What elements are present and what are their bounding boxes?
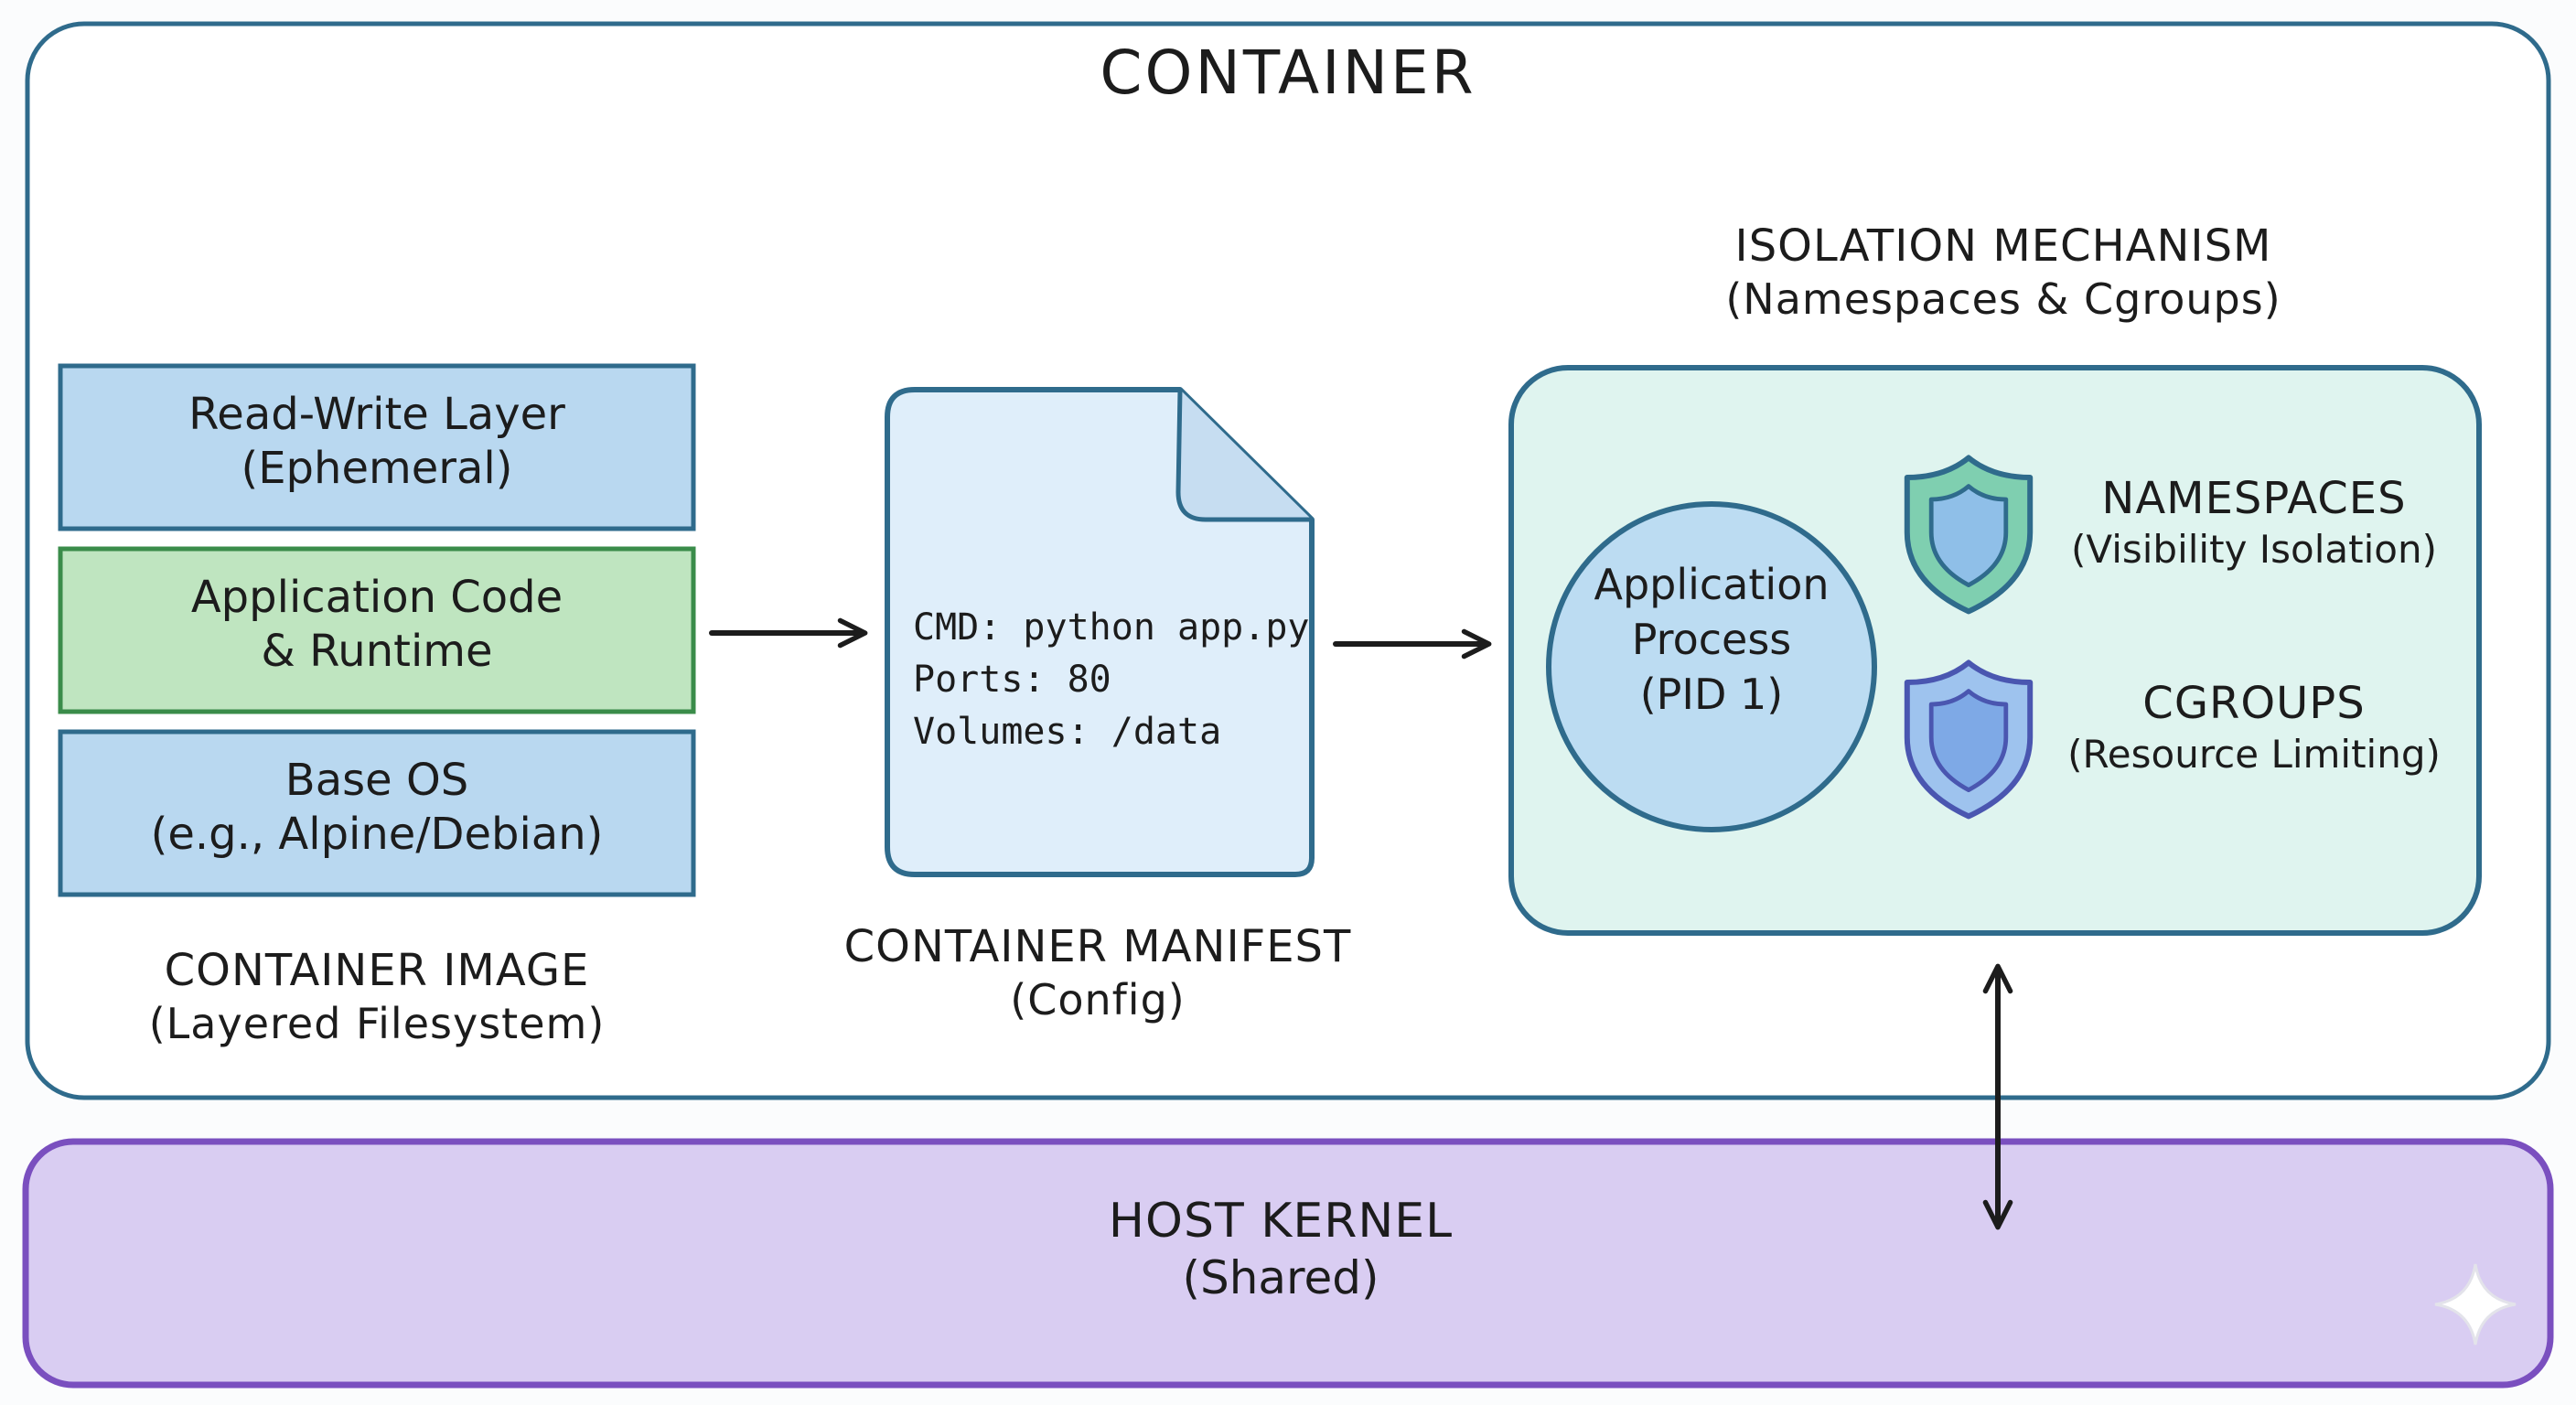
layer-read-write bbox=[58, 363, 696, 531]
isolation-mechanism-label: ISOLATION MECHANISM bbox=[1734, 220, 2272, 272]
container-title: CONTAINER bbox=[1100, 38, 1476, 108]
namespaces-caption: NAMESPACES (Visibility Isolation) bbox=[2044, 472, 2464, 573]
container-manifest-caption: CONTAINER MANIFEST (Config) bbox=[759, 920, 1436, 1025]
host-kernel-label: HOST KERNEL bbox=[1108, 1194, 1454, 1249]
container-image-caption: CONTAINER IMAGE (Layered Filesystem) bbox=[60, 944, 693, 1049]
layer-base-os bbox=[58, 729, 696, 897]
layer-read-write-line1: Read-Write Layer bbox=[188, 389, 565, 440]
layer-read-write-line2: (Ephemeral) bbox=[241, 442, 513, 494]
manifest-config-text: CMD: python app.py Ports: 80 Volumes: /d… bbox=[913, 602, 1309, 757]
cgroups-shield-icon bbox=[1904, 660, 2034, 820]
layer-base-os-label: Base OS (e.g., Alpine/Debian) bbox=[60, 754, 693, 861]
container-manifest-sublabel: (Config) bbox=[1010, 974, 1186, 1024]
namespaces-label: NAMESPACES bbox=[2101, 473, 2407, 524]
container-image-label: CONTAINER IMAGE bbox=[164, 945, 590, 996]
container-image-sublabel: (Layered Filesystem) bbox=[148, 998, 606, 1048]
manifest-page-fold bbox=[1175, 389, 1312, 522]
application-process-line3: (PID 1) bbox=[1639, 669, 1784, 719]
manifest-line-ports: Ports: 80 bbox=[913, 658, 1111, 701]
cgroups-label: CGROUPS bbox=[2142, 678, 2366, 729]
layer-application-code-label: Application Code & Runtime bbox=[60, 571, 693, 678]
manifest-line-cmd: CMD: python app.py bbox=[913, 606, 1310, 649]
layer-read-write-label: Read-Write Layer (Ephemeral) bbox=[60, 388, 693, 495]
application-process-line2: Process bbox=[1631, 614, 1792, 664]
layer-application-code-line2: & Runtime bbox=[261, 625, 493, 677]
host-kernel-caption: HOST KERNEL (Shared) bbox=[915, 1193, 1647, 1306]
isolation-mechanism-caption: ISOLATION MECHANISM (Namespaces & Cgroup… bbox=[1573, 220, 2433, 325]
layer-application-code bbox=[58, 546, 696, 714]
application-process-label: Application Process (PID 1) bbox=[1549, 558, 1874, 722]
sparkle-icon bbox=[2434, 1263, 2517, 1346]
application-process-line1: Application bbox=[1594, 560, 1830, 609]
host-kernel-sublabel: (Shared) bbox=[1182, 1251, 1379, 1305]
isolation-mechanism-sublabel: (Namespaces & Cgroups) bbox=[1725, 273, 2281, 324]
layer-base-os-line2: (e.g., Alpine/Debian) bbox=[150, 808, 604, 860]
cgroups-caption: CGROUPS (Resource Limiting) bbox=[2044, 677, 2464, 778]
layer-base-os-line1: Base OS bbox=[284, 755, 469, 806]
namespaces-shield-icon bbox=[1904, 455, 2034, 615]
cgroups-sublabel: (Resource Limiting) bbox=[2067, 731, 2441, 777]
layer-application-code-line1: Application Code bbox=[190, 572, 564, 623]
manifest-line-volumes: Volumes: /data bbox=[913, 710, 1222, 753]
application-process-circle bbox=[1546, 501, 1877, 832]
host-kernel-bar bbox=[22, 1138, 2554, 1389]
container-manifest-label: CONTAINER MANIFEST bbox=[843, 921, 1352, 972]
namespaces-sublabel: (Visibility Isolation) bbox=[2071, 526, 2437, 572]
